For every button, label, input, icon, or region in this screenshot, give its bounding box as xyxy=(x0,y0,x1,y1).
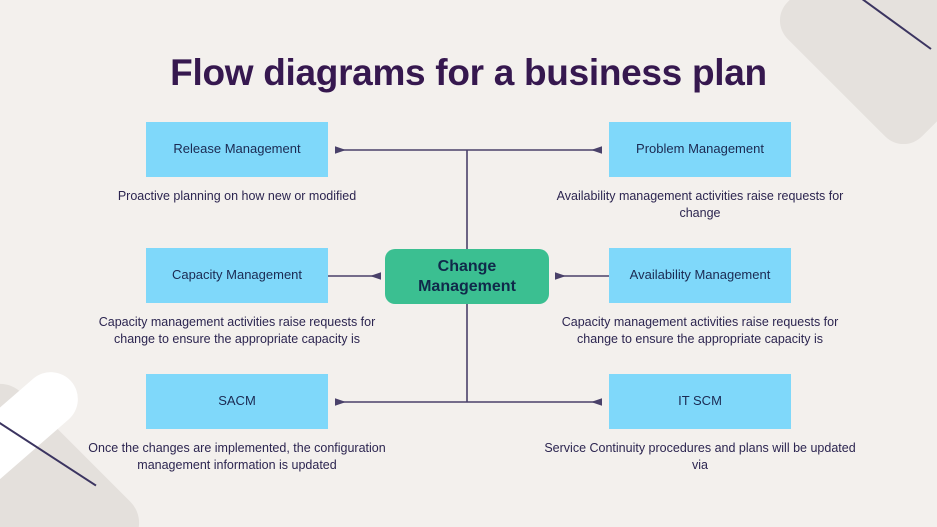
node-label: IT SCM xyxy=(678,393,722,409)
node-release-management[interactable]: Release Management xyxy=(146,122,328,177)
node-label: Availability Management xyxy=(629,267,771,283)
caption-availability-management: Capacity management activities raise req… xyxy=(561,315,839,346)
caption-problem-management: Availability management activities raise… xyxy=(556,189,844,220)
caption-release-management: Proactive planning on how new or modifie… xyxy=(117,189,357,203)
node-label: SACM xyxy=(218,393,256,409)
caption-sacm: Once the changes are implemented, the co… xyxy=(88,441,386,472)
node-capacity-management[interactable]: Capacity Management xyxy=(146,248,328,303)
caption-it-scm: Service Continuity procedures and plans … xyxy=(544,441,856,472)
node-availability-management[interactable]: Availability Management xyxy=(609,248,791,303)
node-change-management[interactable]: Change Management xyxy=(385,249,549,304)
node-center-label-line-1: Change xyxy=(437,258,497,276)
node-label: Capacity Management xyxy=(171,267,303,283)
connector-row-bottom xyxy=(334,303,603,406)
caption-capacity-management: Capacity management activities raise req… xyxy=(98,315,376,346)
node-center-label: Change Management xyxy=(418,257,516,295)
connector-row-top xyxy=(334,146,603,249)
node-center-label-line-2: Management xyxy=(418,277,516,295)
node-label: Problem Management xyxy=(636,141,764,157)
node-problem-management[interactable]: Problem Management xyxy=(609,122,791,177)
node-label: Release Management xyxy=(173,141,301,157)
node-it-scm[interactable]: IT SCM xyxy=(609,374,791,429)
page-title: Flow diagrams for a business plan xyxy=(170,52,767,93)
node-sacm[interactable]: SACM xyxy=(146,374,328,429)
